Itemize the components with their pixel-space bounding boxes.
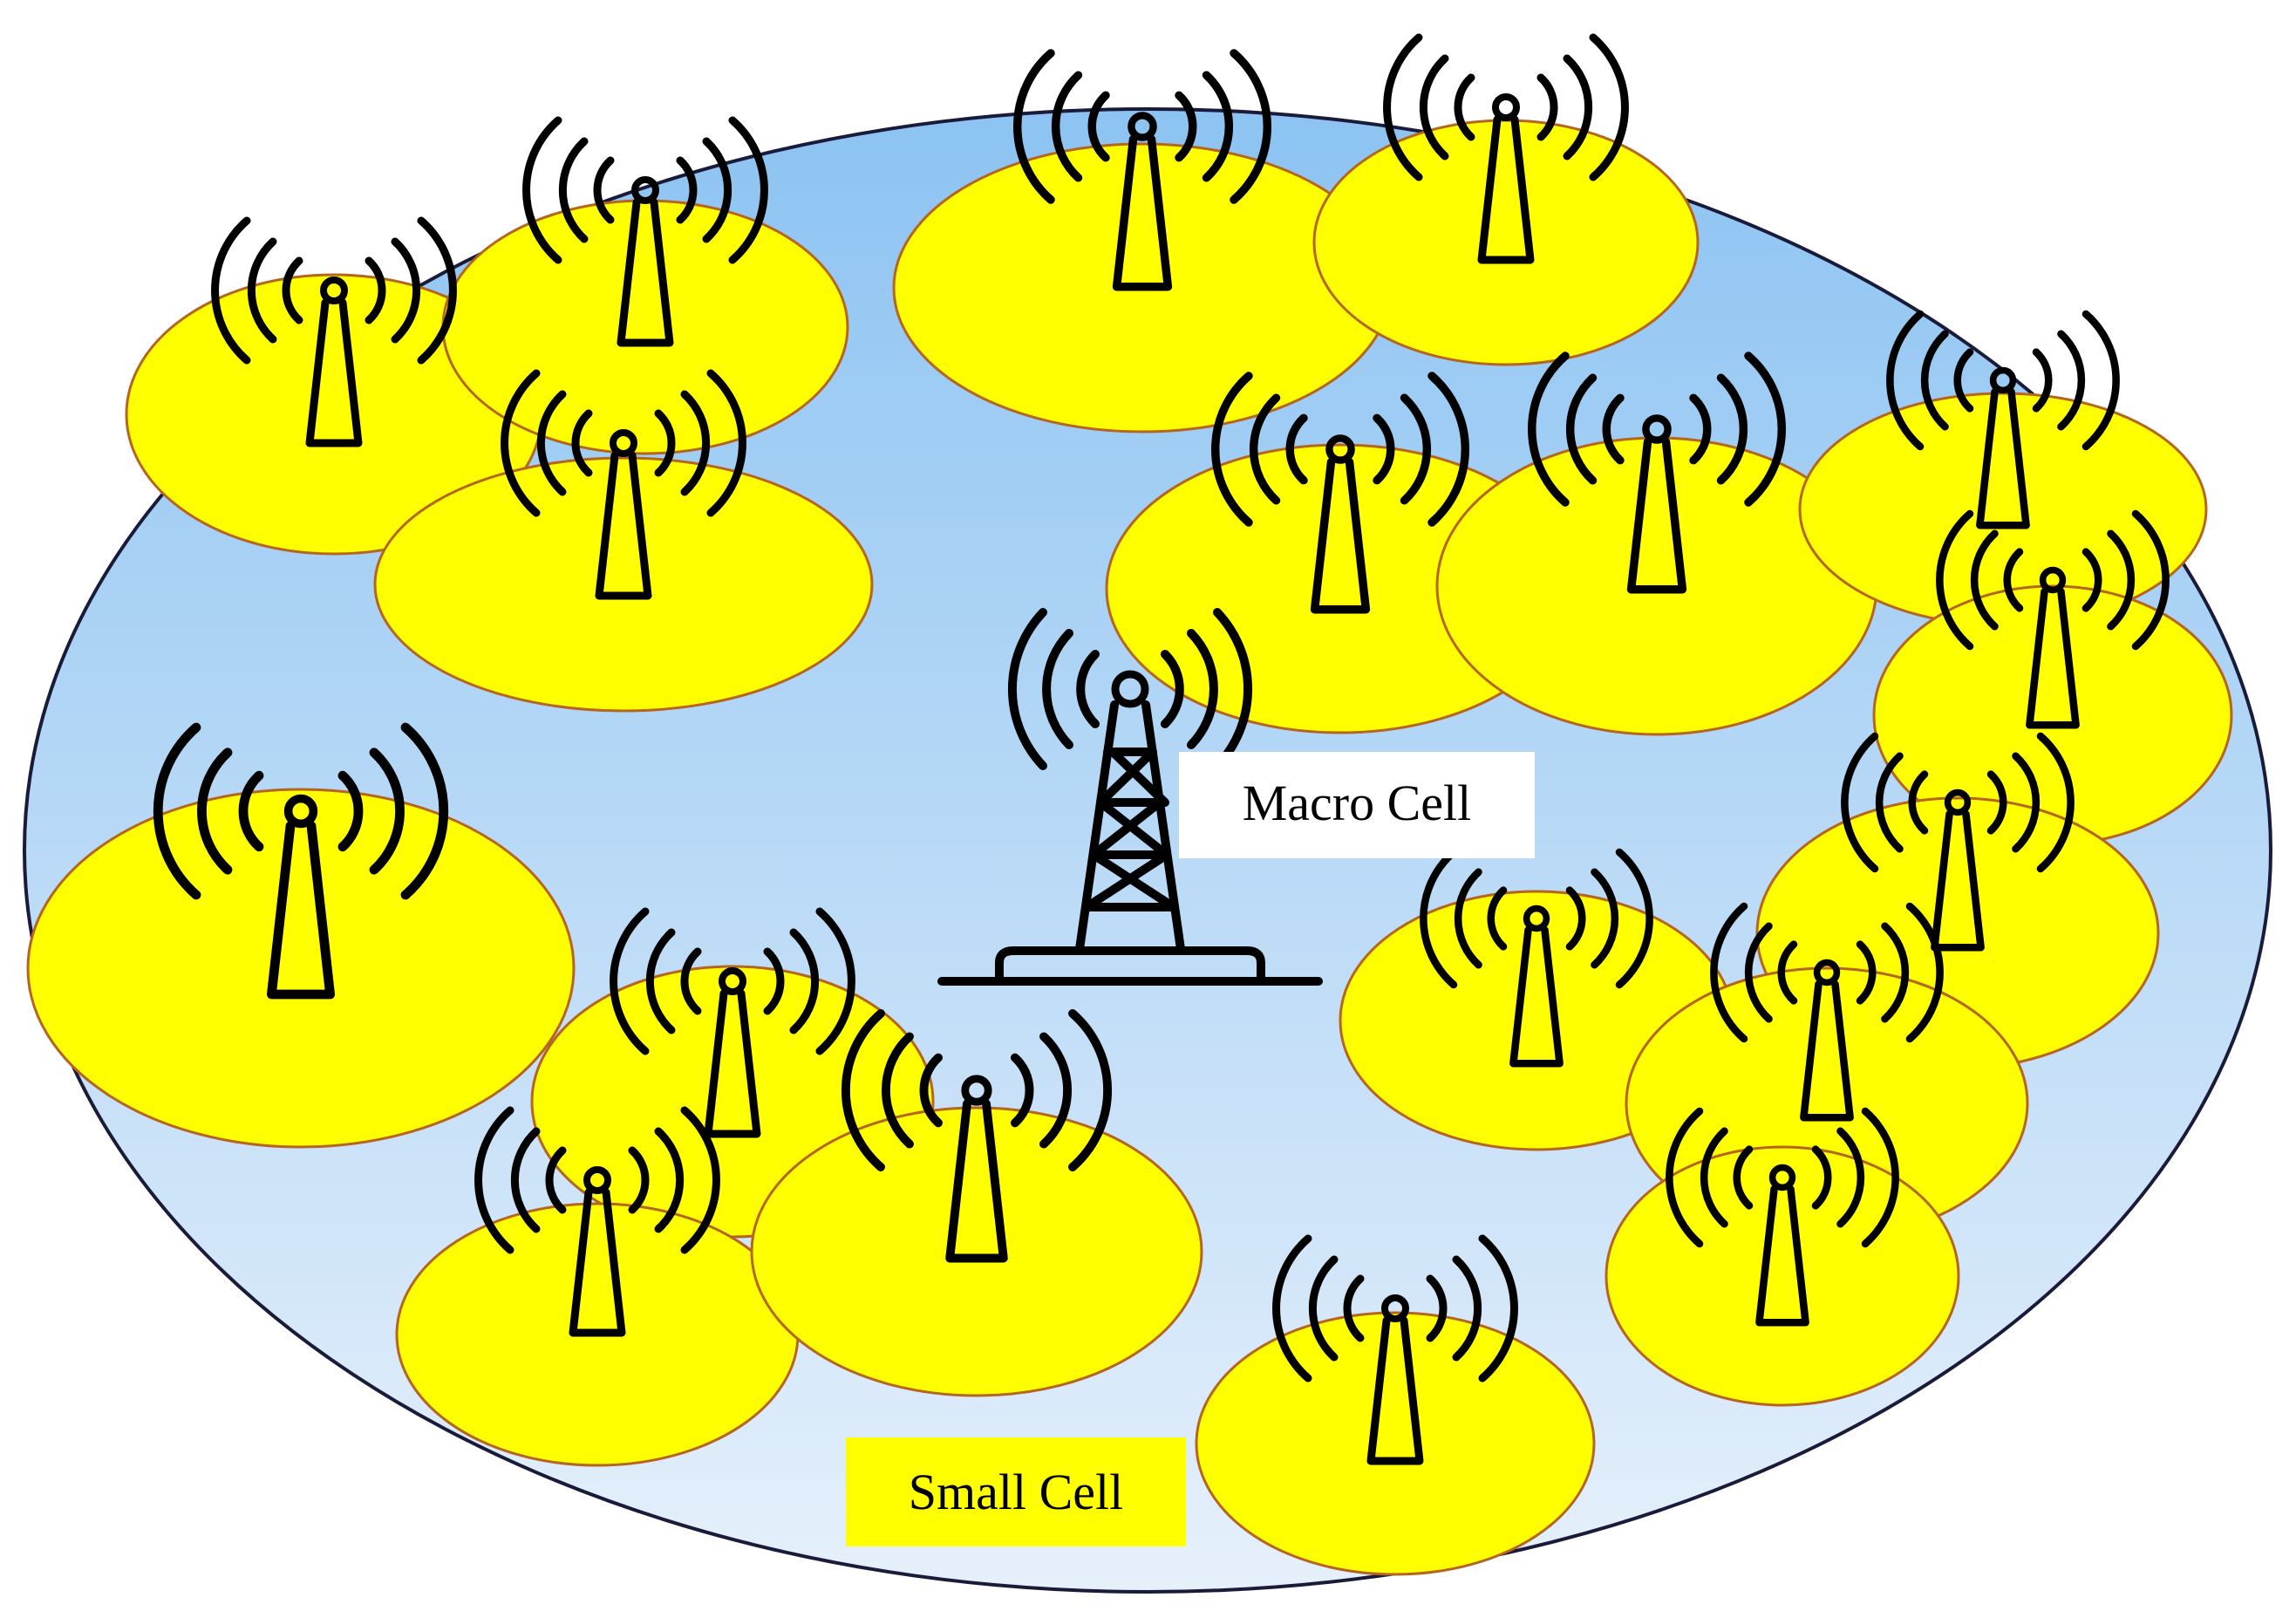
antenna-tower-icon xyxy=(1841,732,2075,952)
small-cell-coverage xyxy=(26,788,576,1149)
small-cells-layer xyxy=(26,119,2233,1576)
small-cell-label-box xyxy=(846,1437,1186,1546)
macro-cell-label: Macro Cell xyxy=(1243,775,1472,831)
antenna-tower-icon xyxy=(1383,33,1629,264)
antenna-tower-icon xyxy=(474,1106,720,1337)
antenna-tower-icon xyxy=(1710,902,1944,1122)
small-cell-coverage xyxy=(1195,1311,1596,1576)
antenna-tower-icon xyxy=(841,1009,1112,1263)
antenna-tower-icon xyxy=(1210,372,1470,614)
antenna-tower-icon xyxy=(211,216,457,447)
macro-tower-icon xyxy=(937,608,1323,986)
antenna-tower-icon xyxy=(522,116,768,347)
antenna-tower-icon xyxy=(501,369,746,600)
antenna-tower-icon xyxy=(1666,1107,1899,1327)
small-cell-label: Small Cell xyxy=(909,1464,1124,1520)
small-cell-antennas-layer xyxy=(153,33,2170,1465)
antenna-tower-icon xyxy=(1420,848,1653,1068)
small-cell-coverage xyxy=(1604,1145,1960,1407)
antenna-tower-icon xyxy=(1886,310,2120,529)
antenna-tower-icon xyxy=(1272,1234,1518,1465)
antenna-tower-icon xyxy=(610,907,855,1138)
antenna-tower-icon xyxy=(153,722,449,1000)
macro-cell-label-box xyxy=(1179,752,1535,858)
antenna-tower-icon xyxy=(1012,49,1272,291)
small-cell-coverage xyxy=(441,199,849,455)
small-cell-coverage xyxy=(1312,119,1700,366)
small-cell-coverage xyxy=(750,1106,1203,1397)
antenna-tower-icon xyxy=(1936,509,2170,729)
antenna-tower-icon xyxy=(1527,352,1787,594)
small-cell-coverage xyxy=(373,456,874,713)
